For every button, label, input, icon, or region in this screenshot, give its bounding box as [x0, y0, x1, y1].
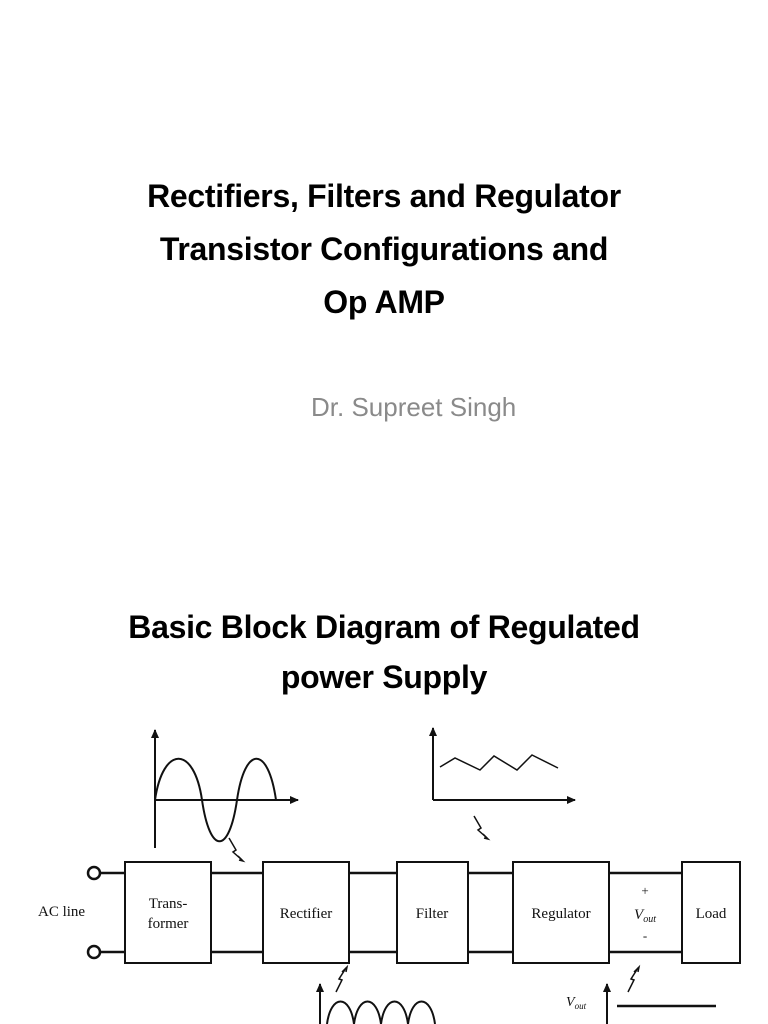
title-line-2: Transistor Configurations and — [159, 231, 609, 267]
slide-title-line-2: power Supply — [280, 659, 488, 695]
block-diagram-slide: Basic Block Diagram of Regulated power S… — [0, 560, 768, 1024]
ac-waveform-graph — [151, 729, 299, 863]
filter-label: Filter — [416, 906, 449, 922]
vout-label-sub: out — [643, 914, 656, 925]
power-supply-block-diagram: AC line — [0, 710, 768, 1024]
vout-graph-label-sub: out — [575, 1001, 587, 1011]
load-label: Load — [696, 906, 727, 922]
vout-graph-label-v: V — [566, 995, 576, 1010]
regulator-label: Regulator — [531, 906, 590, 922]
vout-graph-label: Vout — [566, 995, 587, 1011]
filtered-waveform-graph — [429, 727, 576, 841]
author-name: Dr. Supreet Singh — [311, 392, 517, 422]
sine-wave — [154, 757, 277, 843]
title-line-1: Rectifiers, Filters and Regulator — [147, 178, 621, 214]
signal-arrow-2 — [335, 967, 347, 993]
transformer-label-1: Trans- — [149, 896, 188, 912]
bus-lines — [211, 871, 682, 954]
transformer-label-2: former — [148, 916, 189, 932]
rectified-waveform-graph — [316, 964, 436, 1024]
transformer-block — [124, 861, 212, 964]
terminal-bottom — [86, 944, 102, 960]
rectifier-label: Rectifier — [280, 906, 332, 922]
ac-line-label: AC line — [38, 904, 85, 920]
terminal-top — [86, 865, 102, 881]
rectified-wave — [326, 1000, 436, 1024]
signal-arrow-1 — [228, 837, 243, 861]
load-block — [681, 861, 741, 964]
ac-input-terminals — [86, 865, 125, 960]
signal-arrow-3 — [473, 815, 488, 839]
slide-title-line-1: Basic Block Diagram of Regulated — [128, 609, 640, 645]
regulator-block — [512, 861, 610, 964]
vout-minus: - — [643, 928, 647, 943]
vout-label: Vout — [634, 907, 656, 925]
vout-plus: + — [641, 883, 648, 898]
presentation-title: Rectifiers, Filters and Regulator Transi… — [0, 170, 768, 329]
title-slide: Rectifiers, Filters and Regulator Transi… — [0, 170, 768, 422]
vout-dc-graph — [603, 964, 716, 1024]
vout-label-v: V — [634, 907, 645, 923]
signal-arrow-4 — [627, 967, 639, 993]
ripple-wave — [439, 754, 559, 771]
slide-title: Basic Block Diagram of Regulated power S… — [0, 602, 768, 702]
filter-block — [396, 861, 469, 964]
title-line-3: Op AMP — [323, 284, 445, 320]
rectifier-block — [262, 861, 350, 964]
